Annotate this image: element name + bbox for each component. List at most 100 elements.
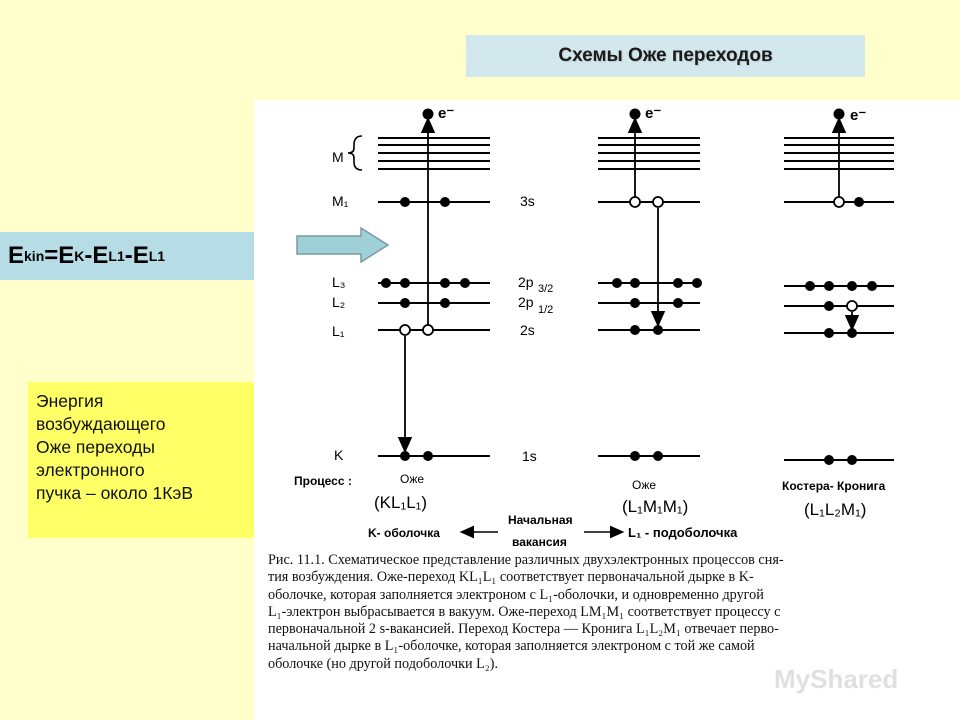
vacancy (833, 196, 845, 208)
electron (630, 325, 640, 335)
subshell-sub-2p12: 1/2 (538, 304, 553, 316)
column-3-electrons (805, 108, 877, 465)
caption-line: тия возбуждения. Оже-переход KL₁L₁ соотв… (268, 569, 754, 586)
electron (673, 298, 683, 308)
shell-label-l3: L₃ (332, 274, 346, 290)
electron (824, 455, 834, 465)
electron (630, 451, 640, 461)
subshell-label-3s: 3s (520, 193, 535, 209)
subshell-label-2s: 2s (520, 322, 535, 338)
process-3-code: (L₁L₂M₁) (804, 500, 866, 519)
electron (824, 301, 834, 311)
formula-eq: =E (44, 242, 75, 269)
subshell-sub-2p32: 3/2 (538, 283, 553, 295)
process-2-name: Оже (632, 478, 656, 492)
electron (824, 328, 834, 338)
brace-icon (347, 135, 363, 171)
shell-label-k: K (334, 447, 344, 463)
electron (612, 278, 622, 288)
auger-diagram: M M₁ L₃ L₂ L₁ K 3s 2p 3/2 2p 1/2 2s 1s (294, 105, 894, 549)
electron (653, 325, 663, 335)
energy-note-line: Оже переходы (36, 437, 155, 457)
electron-label: e⁻ (850, 107, 866, 124)
formula-lhs: E (8, 242, 25, 269)
energy-note: Энергия возбуждающего Оже переходы элект… (28, 382, 260, 538)
caption-line: оболочке (но другой подоболочки L₂). (268, 655, 498, 672)
electron (847, 455, 857, 465)
electron (867, 281, 877, 291)
electron (440, 278, 450, 288)
caption-line: начальной дырке в L₁-оболочке, которая з… (268, 638, 755, 655)
formula-k-sub: K (74, 248, 85, 264)
process-label: Процесс : (294, 474, 352, 488)
figure-caption: Рис. 11.1. Схематическое представление р… (268, 552, 948, 673)
electron (692, 278, 702, 288)
electron (847, 328, 857, 338)
vacancy (629, 196, 641, 208)
formula-lhs-sub: kin (24, 248, 45, 264)
electron (630, 278, 640, 288)
electron (630, 298, 640, 308)
electron (400, 451, 410, 461)
formula-minus-2: -E (124, 242, 149, 269)
energy-note-line: возбуждающего (36, 414, 166, 434)
electron (440, 197, 450, 207)
electron (440, 298, 450, 308)
pointer-arrow-icon (296, 226, 390, 264)
energy-note-line: Энергия (36, 391, 104, 411)
vacancy (399, 324, 411, 336)
formula-minus-1: -E (84, 242, 109, 269)
column-2-levels (598, 137, 700, 457)
subshell-label-1s: 1s (522, 448, 537, 464)
electron (673, 278, 683, 288)
formula-l1-sub-b: L1 (148, 248, 166, 264)
energy-note-line: электронного (36, 460, 145, 480)
process-2-code: (L₁M₁M₁) (622, 497, 688, 516)
electron (460, 278, 470, 288)
column-2-electrons (612, 108, 702, 461)
process-1-code: (KL₁L₁) (374, 493, 427, 512)
vacancy-mid-label-2: вакансия (512, 535, 567, 549)
column-1-levels (378, 137, 490, 457)
subshell-label-2p12: 2p (518, 294, 534, 310)
vacancy (422, 324, 434, 336)
subshell-label-2p32: 2p (518, 274, 534, 290)
vacancy-right-label: L₁ - подоболочка (628, 525, 738, 540)
electron (854, 197, 864, 207)
electron (423, 451, 433, 461)
electron (400, 278, 410, 288)
electron (381, 278, 391, 288)
shell-label-m1: M₁ (332, 193, 349, 209)
column-1-electrons (381, 108, 470, 461)
vacancy-mid-label-1: Начальная (508, 513, 573, 527)
emitted-electron (833, 108, 845, 120)
shell-label-l2: L₂ (332, 294, 345, 310)
vacancy (846, 300, 858, 312)
electron-label: e⁻ (645, 105, 661, 122)
caption-line: Рис. 11.1. Схематическое представление р… (268, 552, 784, 568)
energy-note-line: пучка – около 1КэВ (36, 483, 194, 503)
vacancy (652, 196, 664, 208)
caption-line: первоначальной 2 s-вакансией. Переход Ко… (268, 621, 779, 638)
title-box: Схемы Оже переходов (466, 35, 865, 77)
vacancy-left-label: K- оболочка (368, 526, 440, 540)
electron (400, 197, 410, 207)
electron-label: e⁻ (438, 105, 454, 122)
electron (653, 451, 663, 461)
page-title: Схемы Оже переходов (558, 45, 773, 66)
emitted-electron (422, 108, 434, 120)
caption-line: L₁-электрон выбрасывается в вакуум. Оже-… (268, 603, 781, 620)
caption-line: оболочке, которая заполняется электроном… (268, 586, 764, 603)
electron (805, 281, 815, 291)
emitted-electron (629, 108, 641, 120)
process-3-name: Костера- Кронига (782, 479, 886, 493)
electron (824, 281, 834, 291)
electron (400, 298, 410, 308)
formula-l1-sub-a: L1 (108, 248, 125, 264)
shell-label-l1: L₁ (332, 323, 345, 339)
diagram-panel: M M₁ L₃ L₂ L₁ K 3s 2p 3/2 2p 1/2 2s 1s (254, 100, 960, 720)
electron (847, 281, 857, 291)
shell-label-m: M (332, 149, 344, 165)
process-1-name: Оже (400, 472, 424, 486)
